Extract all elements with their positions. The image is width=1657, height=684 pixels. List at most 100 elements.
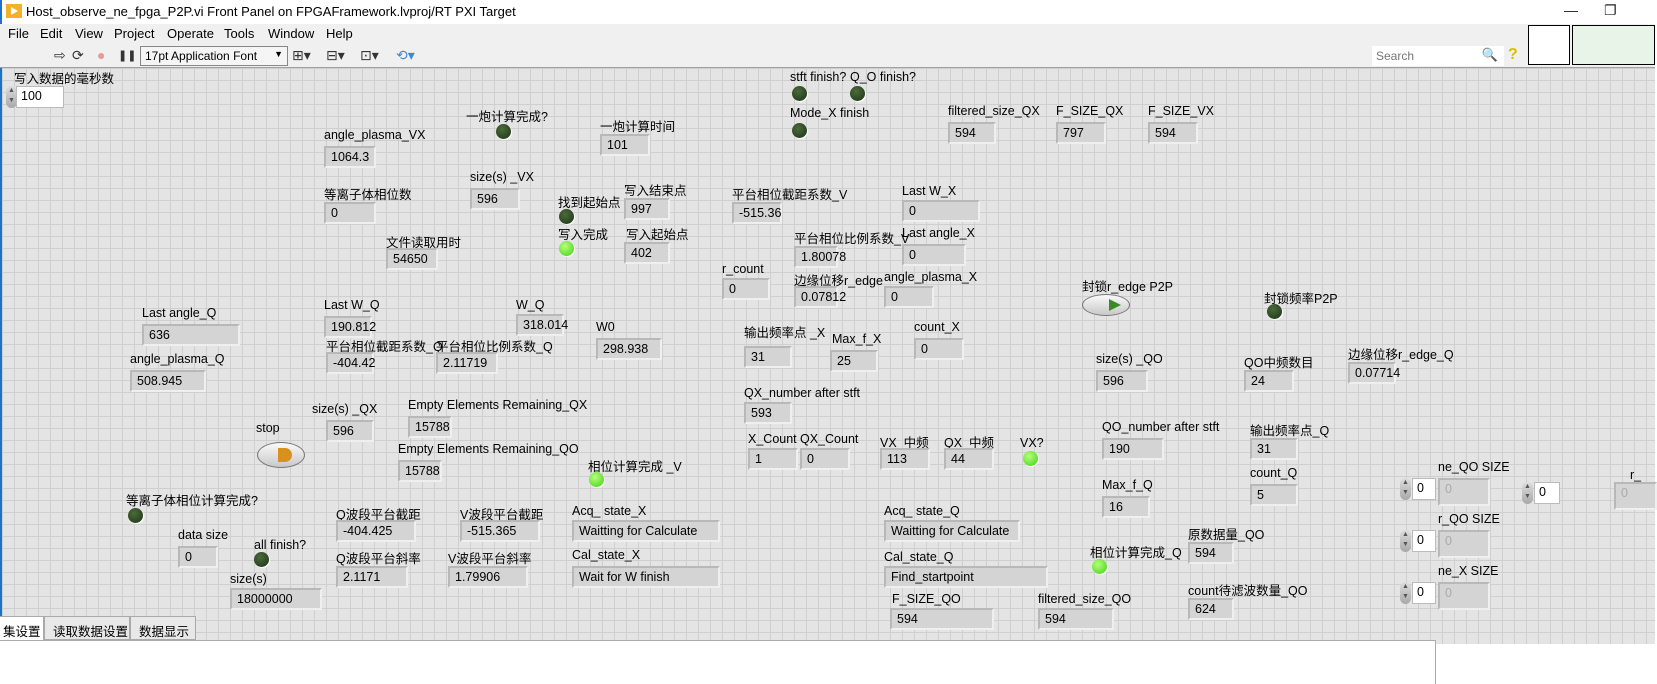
help-icon[interactable]: ? <box>1508 46 1518 63</box>
qo-number-value: 190 <box>1102 438 1164 460</box>
lock-r-edge-toggle[interactable] <box>1082 294 1130 316</box>
resize-objects-icon[interactable]: ⊡▾ <box>360 47 379 63</box>
angle-plasma-x-value: 0 <box>884 286 934 308</box>
write-ms-label: 写入数据的毫秒数 <box>14 72 115 86</box>
mode-x-finish-label: Mode_X finish <box>790 106 870 120</box>
menu-help[interactable]: Help <box>326 26 353 41</box>
size-qo-value: 596 <box>1096 370 1148 392</box>
max-f-q-label: Max_f_Q <box>1102 478 1153 492</box>
abort-icon[interactable]: ● <box>97 47 106 63</box>
ne-x-size-index-spinner[interactable]: ▲▼ <box>1400 582 1411 604</box>
write-ms-input[interactable]: 100 <box>16 86 64 108</box>
labview-app-icon <box>6 4 22 18</box>
v-intercept-label: V波段平台截距 <box>460 508 544 522</box>
run-continuously-icon[interactable]: ⟳ <box>72 47 84 63</box>
r-qo-size-index-spinner[interactable]: ▲▼ <box>1400 530 1411 552</box>
qx-number-value: 593 <box>744 402 792 424</box>
menu-bar: File Edit View Project Operate Tools Win… <box>0 24 1655 44</box>
menu-window[interactable]: Window <box>268 26 315 41</box>
tab-acquisition-settings[interactable]: 集设置 <box>0 616 44 642</box>
last-w-q-value: 190.812 <box>324 316 376 338</box>
vx-mid-value: 113 <box>880 448 930 470</box>
qo-number-label: QO_number after stft <box>1102 420 1220 434</box>
raw-qo-label: 原数据量_QO <box>1188 528 1265 542</box>
acq-state-q-label: Acq_ state_Q <box>884 504 960 518</box>
platform-ratio-q-label: 平台相位比例系数_Q <box>436 340 553 354</box>
vi-icon[interactable] <box>1572 25 1655 65</box>
cal-state-x-label: Cal_state_X <box>572 548 641 562</box>
write-start-value: 402 <box>624 242 670 264</box>
stop-button[interactable] <box>257 442 305 468</box>
angle-plasma-q-label: angle_plasma_Q <box>130 352 225 366</box>
edge-r-edge-label: 边缘位移r_edge <box>794 274 883 288</box>
align-objects-icon[interactable]: ⊞▾ <box>292 47 311 63</box>
data-size-value: 0 <box>178 546 218 568</box>
max-f-x-label: Max_f_X <box>832 332 882 346</box>
count-filter-qo-label: count待滤波数量_QO <box>1188 584 1308 598</box>
phase-done-v-led <box>589 472 604 487</box>
distribute-objects-icon[interactable]: ⊟▾ <box>326 47 345 63</box>
menu-file[interactable]: File <box>8 26 29 41</box>
last-w-x-label: Last W_X <box>902 184 957 198</box>
title-bar: Host_observe_ne_fpga_P2P.vi Front Panel … <box>0 0 1655 24</box>
raw-qo-value: 594 <box>1188 542 1234 564</box>
last-w-x-value: 0 <box>902 200 980 222</box>
connector-pane-icon[interactable] <box>1528 25 1570 65</box>
tab-read-data-settings[interactable]: 读取数据设置 <box>44 616 130 640</box>
filtered-size-qx-label: filtered_size_QX <box>948 104 1040 118</box>
empty-qx-label: Empty Elements Remaining_QX <box>408 398 588 412</box>
menu-project[interactable]: Project <box>114 26 155 41</box>
acq-state-q-value: Waitting for Calculate <box>884 520 1020 542</box>
qo-mid-count-label: QO中频数目 <box>1244 356 1314 370</box>
plasma-phase-done-label: 等离子体相位计算完成? <box>126 494 258 508</box>
ne-x-size-index[interactable]: 0 <box>1412 582 1436 604</box>
filtered-size-qx-value: 594 <box>948 122 996 144</box>
w0-label: W0 <box>596 320 615 334</box>
menu-operate[interactable]: Operate <box>167 26 214 41</box>
ne-qo-size-index[interactable]: 0 <box>1412 478 1436 500</box>
tab-data-display[interactable]: 数据显示 <box>130 616 196 640</box>
shot-done-label: 一炮计算完成? <box>466 110 548 124</box>
angle-plasma-vx-label: angle_plasma_VX <box>324 128 426 142</box>
last-angle-q-label: Last angle_Q <box>142 306 217 320</box>
ne-qo-size-index-spinner[interactable]: ▲▼ <box>1400 478 1411 500</box>
r-count-value: 0 <box>722 278 770 300</box>
qo-mid-count-value: 24 <box>1244 370 1294 392</box>
menu-tools[interactable]: Tools <box>224 26 255 41</box>
file-read-time-label: 文件读取用时 <box>386 236 462 250</box>
r-x-size-index-spinner[interactable]: ▲▼ <box>1522 482 1533 504</box>
menu-edit[interactable]: Edit <box>40 26 63 41</box>
menu-view[interactable]: View <box>75 26 103 41</box>
minimize-button[interactable]: — <box>1564 2 1578 18</box>
x-count-value: 1 <box>748 448 798 470</box>
write-ms-increment-icon[interactable]: ▲▼ <box>6 86 17 108</box>
stft-finish-led <box>792 86 807 101</box>
restore-button[interactable]: ❐ <box>1604 2 1617 18</box>
tab-page-content <box>0 640 1436 684</box>
platform-intercept-q-label: 平台相位截距系数_Q <box>326 340 443 354</box>
f-size-vx-label: F_SIZE_VX <box>1148 104 1214 118</box>
ne-qo-size-value: 0 <box>1438 478 1490 506</box>
qx-count-label: QX_Count <box>800 432 859 446</box>
font-select-value: 17pt Application Font <box>145 49 258 63</box>
q-slope-value: 2.1171 <box>336 566 408 588</box>
r-qo-size-index[interactable]: 0 <box>1412 530 1436 552</box>
empty-qo-value: 15788 <box>398 460 442 482</box>
f-size-qo-value: 594 <box>890 608 994 630</box>
v-intercept-value: -515.365 <box>460 520 540 542</box>
run-arrow-icon[interactable]: ⇨ <box>54 47 66 63</box>
search-input[interactable]: Search 🔍 <box>1372 46 1504 66</box>
lock-r-edge-label: 封锁r_edge P2P <box>1082 280 1174 294</box>
stop-label: stop <box>256 421 280 435</box>
last-angle-q-value: 636 <box>142 324 240 346</box>
reorder-icon[interactable]: ⟲▾ <box>396 47 415 63</box>
r-x-size-index[interactable]: 0 <box>1534 482 1560 504</box>
write-start-label: 写入起始点 <box>626 228 689 242</box>
search-icon[interactable]: 🔍 <box>1481 47 1498 62</box>
font-select[interactable]: 17pt Application Font ▼ <box>140 46 288 66</box>
count-x-label: count_X <box>914 320 960 334</box>
size-s-label: size(s) <box>230 572 267 586</box>
out-freq-x-label: 输出频率点 _X <box>744 326 826 340</box>
pause-icon[interactable]: ❚❚ <box>118 50 137 62</box>
data-size-label: data size <box>178 528 229 542</box>
